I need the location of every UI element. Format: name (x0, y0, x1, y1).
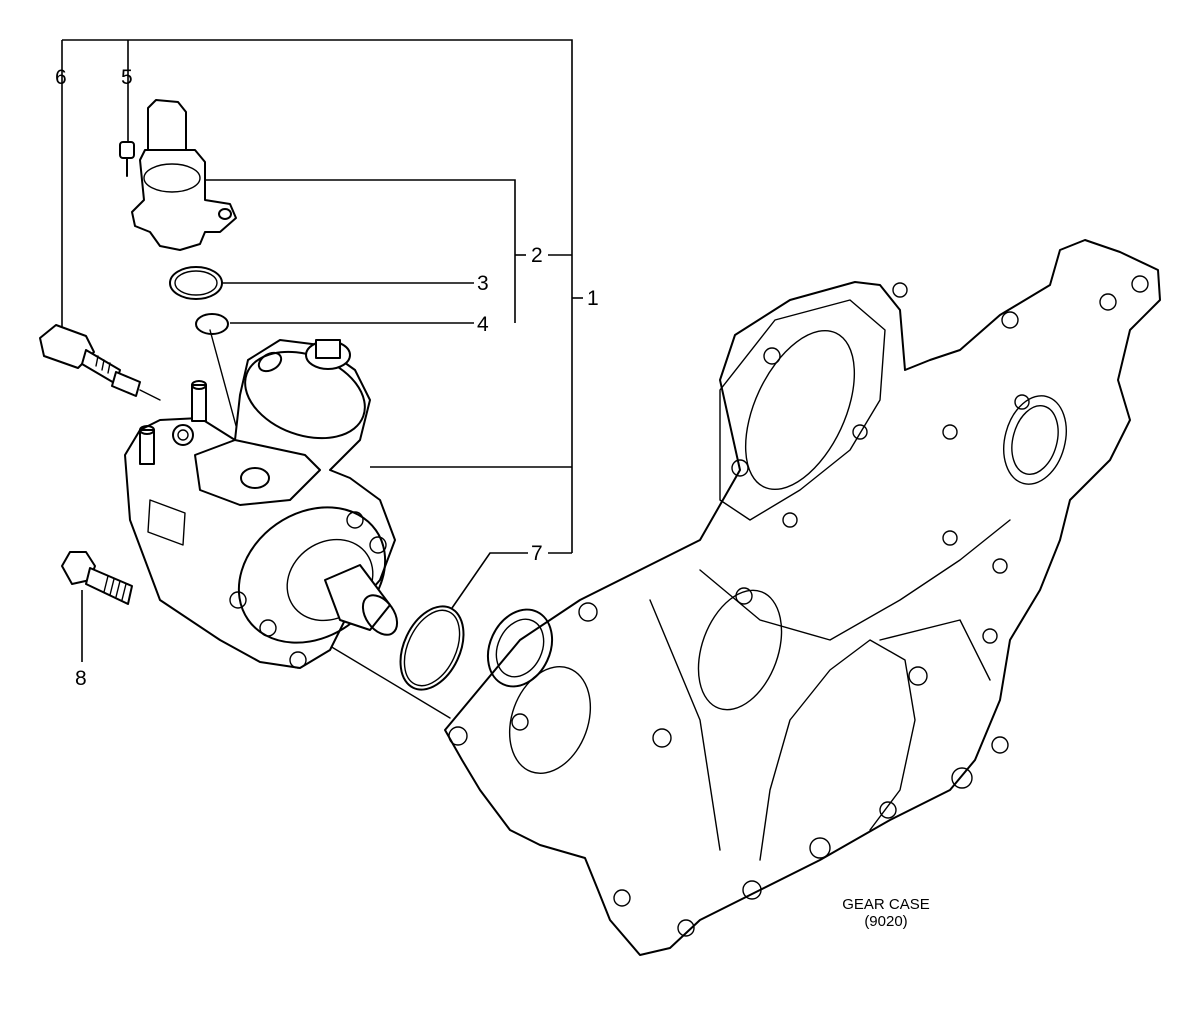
bracket-2-line (180, 179, 516, 323)
pressure-sensor-6 (39, 324, 161, 401)
o-ring-3 (169, 266, 223, 300)
callout-3: 3 (477, 272, 489, 295)
callout-1: 1 (587, 287, 599, 310)
leader-7 (451, 552, 528, 609)
gear-case (444, 239, 1161, 956)
callout-6: 6 (55, 66, 67, 89)
callout-numbers: 6 5 2 3 1 4 7 8 (55, 66, 599, 690)
bracket-1-line (62, 39, 573, 553)
gear-case-code: (9020) (864, 913, 907, 930)
o-ring-7 (399, 605, 465, 691)
gear-case-caption: GEAR CASE (9020) (842, 896, 930, 930)
callout-5: 5 (121, 66, 133, 89)
fuel-pump (124, 339, 399, 669)
o-ring-4 (195, 313, 229, 335)
callout-2: 2 (531, 244, 543, 267)
assembly-line-flange (319, 639, 451, 719)
gear-case-label: GEAR CASE (842, 896, 930, 913)
callout-7: 7 (531, 542, 543, 565)
bolt-8 (61, 551, 133, 605)
screw-5 (119, 141, 135, 177)
solenoid-valve-2 (131, 99, 237, 251)
callout-8: 8 (75, 667, 87, 690)
callout-4: 4 (477, 313, 489, 336)
